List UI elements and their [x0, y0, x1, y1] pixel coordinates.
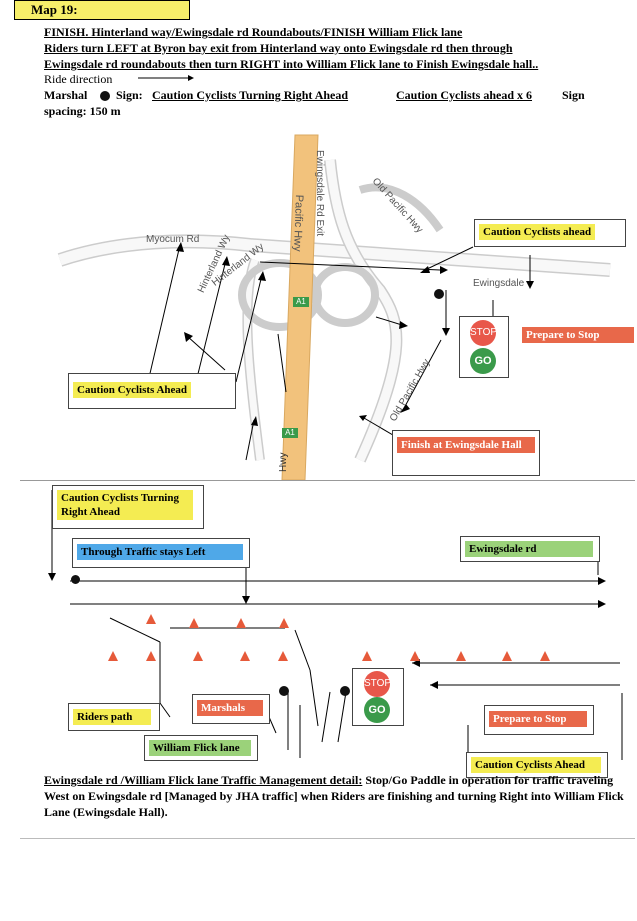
traffic-cone-icon	[146, 651, 156, 661]
a1-shield-top-icon: A1	[293, 297, 309, 307]
callout-marshals: Marshals	[197, 700, 263, 716]
ride-direction-label: Ride direction	[44, 72, 113, 86]
stop-sign-icon: STOP	[364, 671, 391, 697]
traffic-cone-icon	[108, 651, 118, 661]
map-title: Map 19:	[14, 0, 190, 20]
go-sign-icon: GO	[364, 697, 390, 723]
section-divider	[20, 480, 635, 481]
traffic-cone-icon	[540, 651, 550, 661]
callout-finish-box: Finish at Ewingsdale Hall	[392, 430, 540, 476]
callout-caution-ahead-top-box: Caution Cyclists ahead	[474, 219, 626, 247]
traffic-cone-icon	[362, 651, 372, 661]
callout-ewingsdale-rd-box: Ewingsdale rd	[460, 536, 600, 562]
marshal-icon	[279, 686, 289, 696]
callout-prepare-to-stop-bottom: Prepare to Stop	[489, 711, 587, 727]
callout-caution-turning-right: Caution Cyclists Turning Right Ahead	[57, 490, 193, 520]
detail-text: Stop/Go Paddle in operation for traffic …	[44, 773, 624, 819]
map-label-hwy: Hwy	[278, 452, 289, 472]
sign-label: Sign:	[116, 88, 143, 102]
go-sign-icon: GO	[470, 348, 496, 374]
marshal-top-icon	[434, 289, 444, 299]
traffic-cone-icon	[189, 618, 199, 628]
sign-caution-right: Caution Cyclists Turning Right Ahead	[152, 88, 349, 102]
header-line-1: FINISH. Hinterland way/Ewingsdale rd Rou…	[44, 25, 463, 39]
traffic-cone-icon	[146, 614, 156, 624]
map-label-myocum-rd: Myocum Rd	[146, 234, 200, 245]
ride-direction-arrow-icon	[138, 75, 194, 81]
header-line-3: Ewingsdale rd roundabouts then turn RIGH…	[44, 57, 539, 71]
top-map-roads	[57, 134, 611, 480]
stop-go-sign-bottom: STOP GO	[352, 668, 404, 726]
callout-caution-turning-right-box: Caution Cyclists Turning Right Ahead	[52, 485, 204, 529]
marshal-icon	[340, 686, 350, 696]
traffic-cone-icon	[236, 618, 246, 628]
map-label-pacific-hwy: Pacific Hwy	[291, 194, 305, 252]
marshal-label: Marshal	[44, 88, 88, 102]
callout-ewingsdale-rd: Ewingsdale rd	[465, 541, 593, 557]
detail-heading: Ewingsdale rd /William Flick lane Traffi…	[44, 773, 363, 787]
stop-sign-icon: STOP	[470, 320, 497, 346]
traffic-cone-icon	[456, 651, 466, 661]
a1-shield-bottom-icon: A1	[282, 428, 298, 438]
traffic-cone-icon	[502, 651, 512, 661]
traffic-management-detail: Ewingsdale rd /William Flick lane Traffi…	[44, 772, 629, 820]
callout-william-flick: William Flick lane	[149, 740, 251, 756]
marshal-icon	[71, 575, 80, 584]
sign-spacing: spacing: 150 m	[44, 104, 121, 118]
traffic-cone-icon	[410, 651, 420, 661]
callout-prepare-to-stop-top: Prepare to Stop	[522, 327, 634, 343]
callout-finish: Finish at Ewingsdale Hall	[397, 437, 535, 453]
marshal-legend-icon	[100, 91, 110, 101]
callout-caution-ahead-bottom: Caution Cyclists Ahead	[471, 757, 601, 773]
callout-caution-ahead-left: Caution Cyclists Ahead	[73, 382, 192, 398]
callout-william-flick-box: William Flick lane	[144, 735, 258, 761]
callout-caution-ahead-top: Caution Cyclists ahead	[479, 224, 596, 240]
callout-riders-path: Riders path	[73, 709, 151, 725]
sign-caution-ahead: Caution Cyclists ahead x 6	[396, 88, 533, 102]
bottom-map-roads	[48, 490, 623, 760]
callout-marshals-box: Marshals	[192, 694, 270, 724]
map-label-ewingsdale-exit: Ewingsdale Rd Exit	[314, 150, 325, 237]
callout-riders-path-box: Riders path	[68, 703, 160, 731]
callout-prepare-to-stop-bottom-box: Prepare to Stop	[484, 705, 594, 735]
traffic-cone-icon	[278, 651, 288, 661]
traffic-cone-icon	[240, 651, 250, 661]
callout-through-traffic-box: Through Traffic stays Left	[72, 538, 250, 568]
traffic-cone-icon	[193, 651, 203, 661]
stop-go-sign-top: STOP GO	[459, 316, 509, 378]
callout-caution-ahead-bottom-box: Caution Cyclists Ahead	[466, 752, 608, 778]
map-label-ewingsdale: Ewingsdale	[473, 278, 525, 289]
sign-spacing-word: Sign	[562, 88, 585, 102]
traffic-cone-icon	[279, 618, 289, 628]
header-line-2: Riders turn LEFT at Byron bay exit from …	[44, 41, 513, 55]
callout-caution-ahead-left-box: Caution Cyclists Ahead	[68, 373, 236, 409]
bottom-divider	[20, 838, 635, 839]
callout-through-traffic: Through Traffic stays Left	[77, 544, 243, 560]
